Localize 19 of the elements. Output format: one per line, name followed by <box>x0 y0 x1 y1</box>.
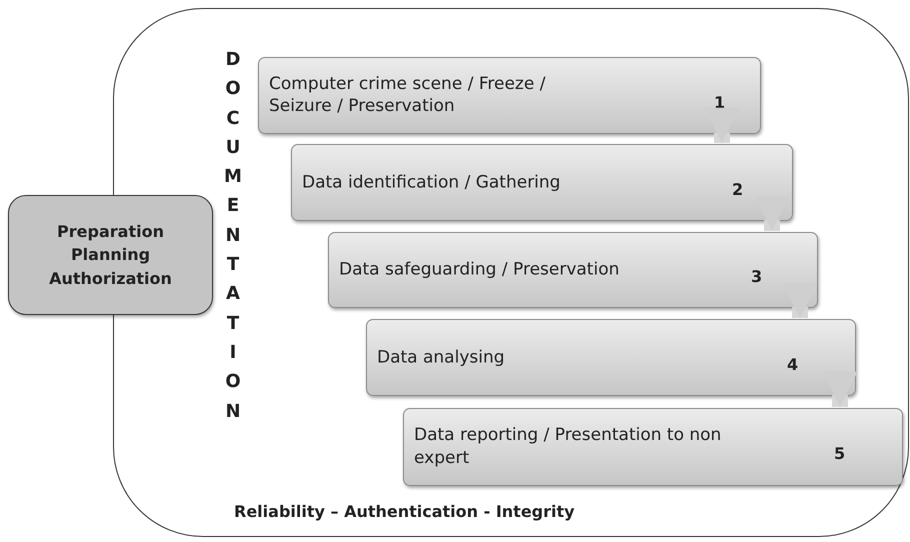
step-number: 1 <box>714 92 726 112</box>
process-box <box>403 408 903 486</box>
step-label: Data reporting / Presentation to non expert <box>414 424 722 470</box>
rounded-box <box>8 195 213 315</box>
step-number: 4 <box>787 354 798 374</box>
process-box <box>291 144 793 221</box>
step-number: 3 <box>751 267 762 286</box>
step-label: Computer crime scene / Freeze / Seizure / Preservation <box>269 72 546 118</box>
process-box <box>258 57 761 134</box>
step-number: 5 <box>834 444 846 463</box>
vertical-label: DOCUMENTATION <box>224 48 242 424</box>
footer-label: Reliability – Authentication - Integrity <box>234 502 575 521</box>
step-label: Data safeguarding / Preservation <box>339 258 620 282</box>
step-number: 2 <box>732 180 744 198</box>
box-label: Preparation Planning Authorization <box>48 221 173 290</box>
step-label: Data analysing <box>377 346 506 369</box>
process-box <box>366 319 856 396</box>
process-box <box>328 232 818 308</box>
step-label: Data identification / Gathering <box>302 171 562 194</box>
